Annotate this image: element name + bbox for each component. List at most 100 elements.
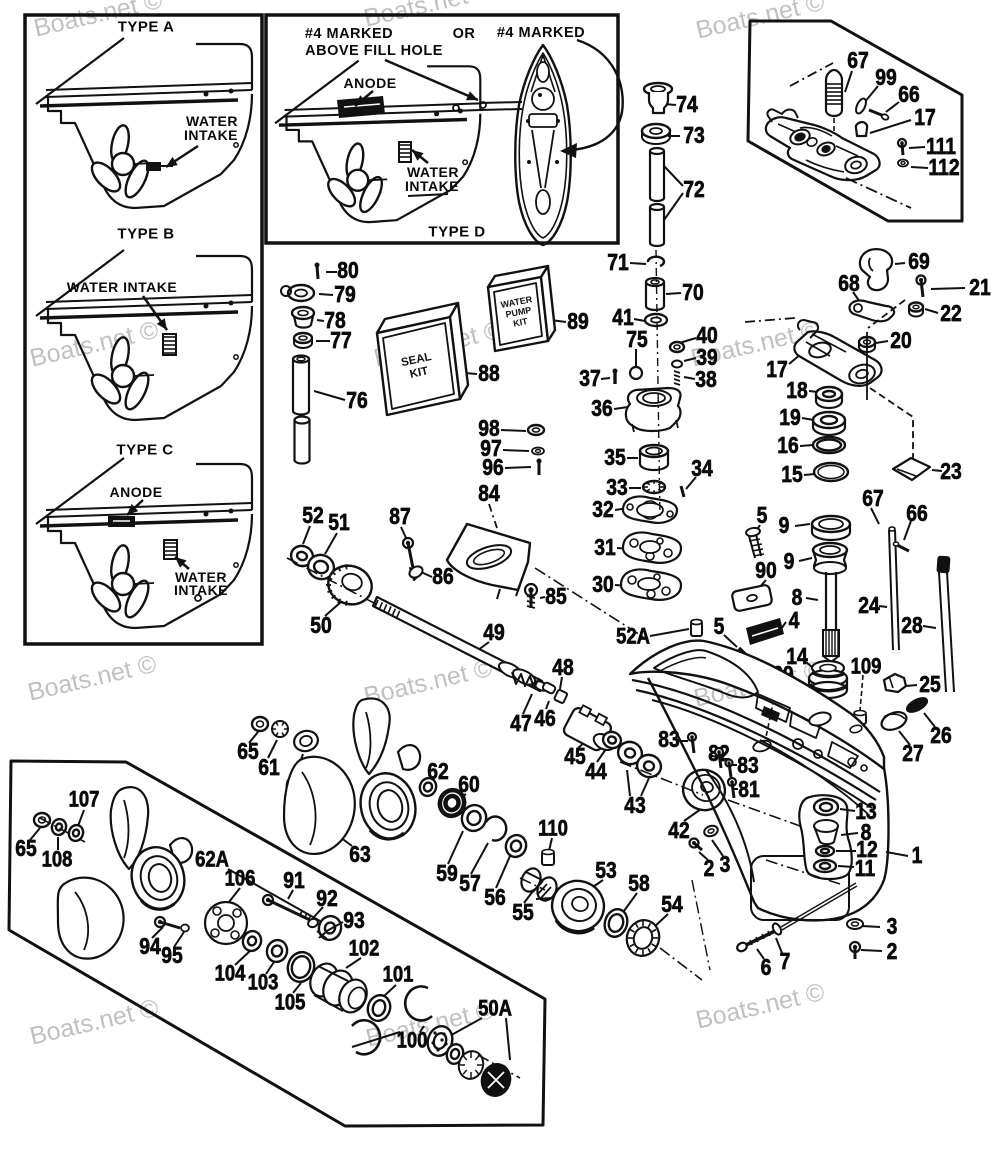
svg-text:#4 MARKED: #4 MARKED xyxy=(305,26,393,42)
svg-text:ANODE: ANODE xyxy=(109,484,162,500)
svg-text:63: 63 xyxy=(349,843,371,868)
svg-text:1: 1 xyxy=(912,844,923,869)
svg-text:86: 86 xyxy=(432,565,454,590)
svg-text:44: 44 xyxy=(585,760,607,785)
svg-text:50A: 50A xyxy=(478,997,512,1021)
svg-text:97: 97 xyxy=(480,437,501,462)
svg-text:5: 5 xyxy=(757,504,768,529)
svg-text:4: 4 xyxy=(789,609,800,634)
svg-text:72: 72 xyxy=(683,178,704,203)
svg-text:12: 12 xyxy=(856,838,877,863)
svg-text:66: 66 xyxy=(906,502,928,527)
svg-text:65: 65 xyxy=(15,837,37,862)
svg-text:49: 49 xyxy=(483,621,505,646)
svg-text:88: 88 xyxy=(478,362,500,387)
svg-text:WATER: WATER xyxy=(407,164,459,180)
svg-text:91: 91 xyxy=(283,869,305,894)
svg-text:14: 14 xyxy=(786,645,808,670)
svg-text:3: 3 xyxy=(720,853,731,878)
svg-text:40: 40 xyxy=(696,324,717,349)
svg-text:23: 23 xyxy=(940,460,962,485)
svg-text:78: 78 xyxy=(324,309,346,334)
svg-text:109: 109 xyxy=(851,655,882,679)
svg-text:60: 60 xyxy=(458,773,479,798)
svg-text:93: 93 xyxy=(343,909,365,934)
svg-text:37: 37 xyxy=(579,367,600,392)
svg-text:8: 8 xyxy=(792,586,803,611)
svg-text:58: 58 xyxy=(628,872,650,897)
svg-text:75: 75 xyxy=(626,328,648,353)
svg-text:104: 104 xyxy=(215,962,246,986)
svg-text:WATER: WATER xyxy=(175,569,227,585)
svg-text:27: 27 xyxy=(902,742,923,767)
svg-text:50: 50 xyxy=(310,614,331,639)
svg-text:PUMP: PUMP xyxy=(505,305,532,320)
svg-text:TYPE A: TYPE A xyxy=(118,19,175,36)
svg-text:77: 77 xyxy=(330,329,351,354)
svg-text:62A: 62A xyxy=(195,848,229,872)
svg-text:56: 56 xyxy=(484,886,506,911)
svg-text:5: 5 xyxy=(714,615,725,640)
svg-text:45: 45 xyxy=(564,745,586,770)
svg-text:KIT: KIT xyxy=(409,365,430,381)
svg-text:54: 54 xyxy=(661,893,683,918)
svg-text:34: 34 xyxy=(691,457,713,482)
svg-text:52A: 52A xyxy=(616,625,650,649)
svg-text:74: 74 xyxy=(676,93,698,118)
svg-text:TYPE C: TYPE C xyxy=(116,442,173,459)
svg-text:105: 105 xyxy=(275,991,306,1015)
svg-text:19: 19 xyxy=(779,406,801,431)
svg-text:16: 16 xyxy=(777,434,799,459)
svg-text:INTAKE: INTAKE xyxy=(184,127,238,143)
svg-text:39: 39 xyxy=(696,346,718,371)
svg-text:WATER INTAKE: WATER INTAKE xyxy=(67,279,177,295)
svg-text:15: 15 xyxy=(781,463,803,488)
svg-text:79: 79 xyxy=(334,283,356,308)
svg-text:INTAKE: INTAKE xyxy=(174,582,228,598)
svg-text:43: 43 xyxy=(624,794,646,819)
svg-text:WATER: WATER xyxy=(186,113,238,129)
svg-text:61: 61 xyxy=(258,756,280,781)
svg-text:24: 24 xyxy=(858,594,880,619)
svg-text:68: 68 xyxy=(838,272,860,297)
svg-text:80: 80 xyxy=(337,259,358,284)
svg-text:102: 102 xyxy=(349,937,380,961)
svg-text:20: 20 xyxy=(890,329,911,354)
svg-text:48: 48 xyxy=(552,656,574,681)
svg-text:59: 59 xyxy=(436,862,458,887)
svg-text:30: 30 xyxy=(592,573,613,598)
svg-text:106: 106 xyxy=(225,867,256,891)
svg-text:71: 71 xyxy=(607,251,629,276)
svg-text:112: 112 xyxy=(928,156,959,181)
svg-text:96: 96 xyxy=(482,456,504,481)
svg-text:31: 31 xyxy=(594,536,616,561)
svg-text:87: 87 xyxy=(389,505,410,530)
svg-text:35: 35 xyxy=(604,446,626,471)
svg-text:94: 94 xyxy=(139,935,161,960)
svg-text:17: 17 xyxy=(914,106,935,131)
svg-text:107: 107 xyxy=(69,788,100,812)
svg-text:KIT: KIT xyxy=(512,316,529,329)
svg-text:67: 67 xyxy=(862,487,883,512)
svg-text:ABOVE FILL HOLE: ABOVE FILL HOLE xyxy=(305,43,443,59)
svg-text:103: 103 xyxy=(248,971,279,995)
svg-text:76: 76 xyxy=(346,389,368,414)
svg-text:26: 26 xyxy=(930,724,952,749)
svg-text:ANODE: ANODE xyxy=(343,75,396,91)
svg-text:83: 83 xyxy=(658,728,680,753)
svg-text:98: 98 xyxy=(478,417,500,442)
svg-text:41: 41 xyxy=(612,306,634,331)
svg-text:73: 73 xyxy=(683,124,705,149)
svg-text:111: 111 xyxy=(926,135,956,160)
svg-text:22: 22 xyxy=(940,302,961,327)
svg-text:21: 21 xyxy=(969,276,991,301)
svg-text:46: 46 xyxy=(534,707,556,732)
svg-text:18: 18 xyxy=(786,379,808,404)
svg-text:38: 38 xyxy=(695,368,717,393)
svg-text:9: 9 xyxy=(784,550,795,575)
svg-text:INTAKE: INTAKE xyxy=(405,178,459,194)
svg-text:TYPE D: TYPE D xyxy=(428,224,485,241)
svg-text:52: 52 xyxy=(302,504,323,529)
svg-text:57: 57 xyxy=(459,872,480,897)
svg-text:9: 9 xyxy=(779,514,790,539)
